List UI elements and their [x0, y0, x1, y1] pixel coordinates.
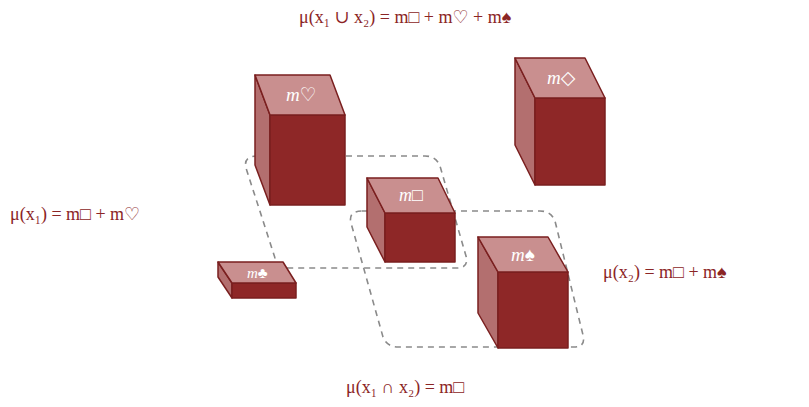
mass-box: m♣ [244, 264, 271, 283]
prism-square [367, 178, 455, 262]
measure-formula: μ(x₂) = m□ + m♠ [603, 262, 727, 284]
region-x2 [350, 211, 583, 347]
mass-label: m♣ [247, 265, 268, 282]
mass-box: m♠ [508, 244, 538, 267]
prism-spade [478, 237, 568, 348]
prism-diamond [515, 58, 605, 185]
mass-label: m□ [399, 186, 423, 206]
prism-heart [255, 75, 345, 205]
mass-box: m□ [396, 185, 426, 207]
mass-label: m♠ [511, 245, 535, 266]
measure-formula: μ(x₁) = m□ + m♡ [10, 204, 140, 226]
mass-box: m♡ [283, 84, 320, 107]
measure-formula: μ(x₁ ∪ x₂) = m□ + m♡ + m♠ [299, 7, 511, 29]
mass-label: m◇ [547, 68, 575, 89]
mass-label: m♡ [286, 85, 317, 106]
prism-club [218, 262, 296, 298]
measure-formula: μ(x₁ ∩ x₂) = m□ [346, 377, 464, 399]
mass-box: m◇ [544, 67, 578, 90]
